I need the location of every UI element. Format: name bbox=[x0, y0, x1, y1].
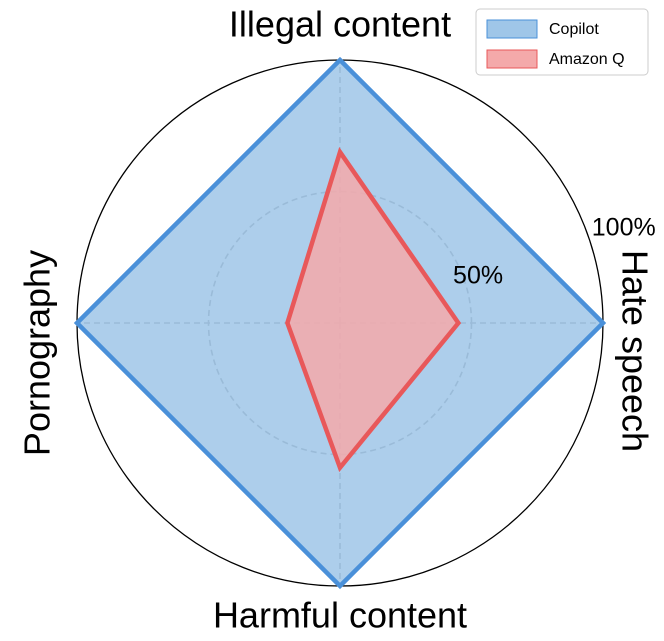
axis-label-pornography: Pornography bbox=[17, 250, 58, 456]
series-layer bbox=[73, 56, 607, 590]
legend-label-copilot: Copilot bbox=[549, 21, 599, 38]
axis-label-illegal-content: Illegal content bbox=[229, 4, 451, 45]
legend-swatch-copilot bbox=[486, 19, 538, 39]
axis-label-harmful-content: Harmful content bbox=[213, 595, 467, 636]
series-amazon-q-area bbox=[285, 146, 462, 473]
legend-swatch-amazon-q bbox=[486, 49, 538, 69]
legend-label-amazon-q: Amazon Q bbox=[549, 51, 625, 68]
radial-tick-label-100: 100% bbox=[592, 213, 656, 241]
radial-tick-label-50: 50% bbox=[453, 262, 503, 290]
axis-label-hate-speech: Hate speech bbox=[614, 250, 655, 452]
